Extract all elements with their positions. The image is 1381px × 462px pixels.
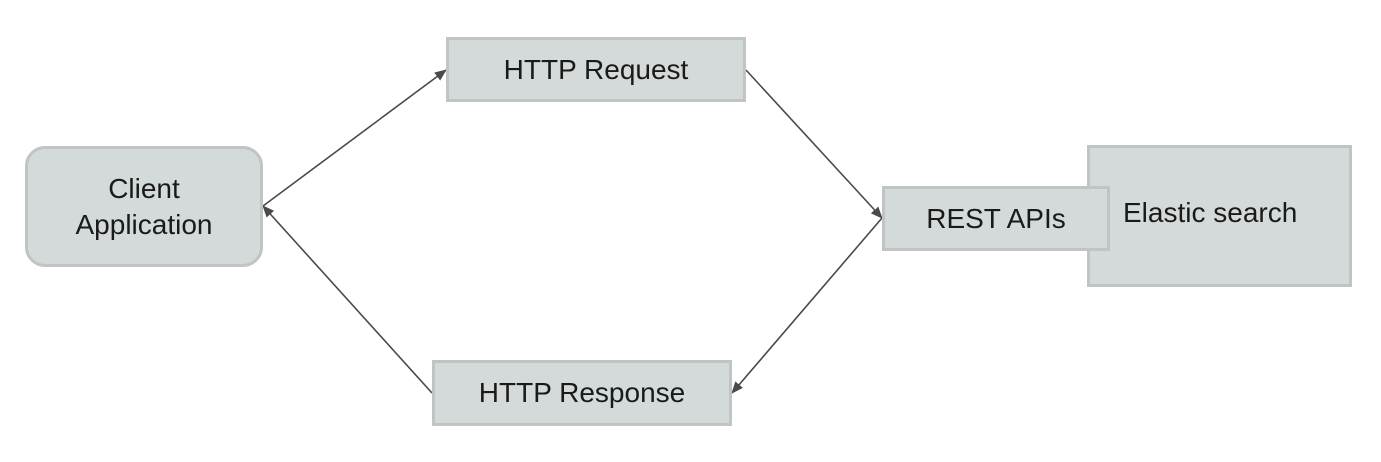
- http-request-node: HTTP Request: [446, 37, 746, 102]
- http-response-label: HTTP Response: [478, 377, 686, 408]
- client-application-label: Client Application: [76, 171, 213, 243]
- rest-apis-node: REST APIs: [882, 186, 1110, 251]
- client-application-line2: Application: [75, 208, 213, 240]
- edge-response-to-client: [262, 205, 433, 394]
- elastic-search-node: Elastic search: [1087, 145, 1352, 287]
- client-application-line1: Client: [108, 172, 180, 204]
- http-request-label: HTTP Request: [503, 53, 689, 85]
- edge-rest-to-response: [731, 217, 883, 394]
- edge-client-to-request: [262, 69, 447, 207]
- rest-apis-label: REST APIs: [926, 202, 1066, 234]
- edge-request-to-rest: [745, 69, 883, 219]
- http-response-node: HTTP Response: [432, 360, 732, 426]
- client-application-node: Client Application: [25, 146, 263, 267]
- elastic-search-label: Elastic search: [1123, 197, 1298, 228]
